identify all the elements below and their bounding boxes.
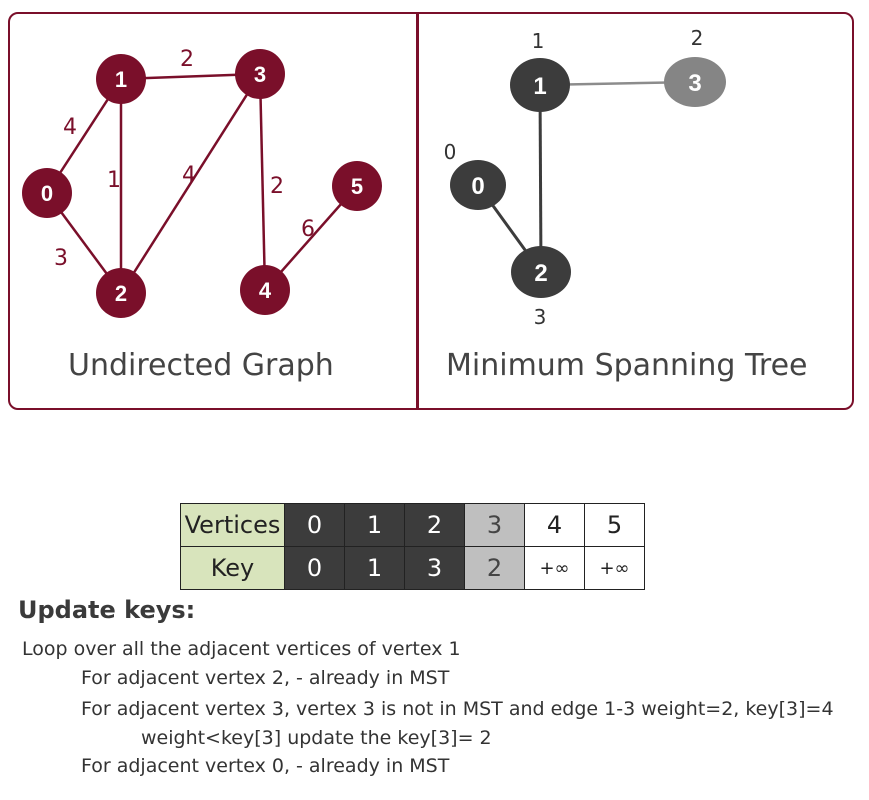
mst-key-0: 0: [444, 140, 457, 164]
mst-node-label-0: 0: [471, 173, 484, 200]
key-header: Key: [180, 546, 285, 590]
vertex-cell: 4: [524, 503, 585, 547]
mst-node-2: [511, 246, 571, 298]
graph-node-5: [332, 161, 382, 211]
graph-node-3: [235, 49, 285, 99]
graph-node-0: [22, 168, 72, 218]
key-cell: 1: [344, 546, 405, 590]
vertex-cell: 2: [404, 503, 465, 547]
vertices-row: Vertices 0 1 2 3 4 5: [180, 503, 645, 547]
graph-node-label-2: 2: [115, 281, 127, 306]
mst-node-label-1: 1: [533, 73, 546, 100]
update-keys-title: Update keys:: [18, 596, 196, 624]
key-row: Key 0 1 3 2 +∞ +∞: [180, 546, 645, 590]
mst-key-2: 3: [534, 305, 547, 329]
graph-node-4: [240, 265, 290, 315]
edge-weight-2-3: 4: [182, 163, 196, 188]
undirected-graph-caption: Undirected Graph: [68, 348, 334, 383]
mst-key-3: 2: [691, 26, 704, 50]
key-cell: 3: [404, 546, 465, 590]
graph-panels-frame: [8, 12, 854, 410]
edge-weight-4-5: 6: [301, 217, 315, 242]
graph-node-label-4: 4: [259, 278, 272, 303]
update-line: Loop over all the adjacent vertices of v…: [22, 638, 461, 660]
mst-key-1: 1: [532, 29, 545, 53]
key-cell: 2: [464, 546, 525, 590]
panel-divider: [416, 12, 419, 410]
update-line: weight<key[3] update the key[3]= 2: [141, 727, 492, 749]
edge-weight-1-2: 1: [107, 168, 121, 193]
edge-weight-0-2: 3: [54, 246, 68, 271]
graph-node-label-5: 5: [351, 174, 363, 199]
mst-edge-1-2: [538, 84, 543, 273]
key-table: Vertices 0 1 2 3 4 5 Key 0 1 3 2 +∞ +∞: [180, 503, 645, 590]
mst-node-3: [664, 57, 726, 107]
edge-weight-0-1: 4: [63, 115, 77, 140]
edge-2-3: [119, 73, 262, 294]
edge-weight-3-4: 2: [270, 174, 284, 199]
mst-node-label-2: 2: [534, 260, 547, 287]
mst-node-0: [450, 160, 506, 210]
vertex-cell: 0: [284, 503, 345, 547]
graph-node-2: [96, 268, 146, 318]
update-line: For adjacent vertex 2, - already in MST: [81, 667, 450, 689]
graph-diagrams: 4 2 1 4 3 2 6 0 1 2 3 4 5 0 1 2 3 0 1: [22, 26, 726, 329]
vertex-cell: 3: [464, 503, 525, 547]
mst-caption: Minimum Spanning Tree: [446, 348, 808, 383]
mst-node-label-3: 3: [688, 70, 701, 97]
update-line: For adjacent vertex 0, - already in MST: [81, 755, 450, 777]
mst-node-1: [510, 58, 570, 112]
update-line: For adjacent vertex 3, vertex 3 is not i…: [81, 698, 834, 720]
graph-node-label-3: 3: [254, 62, 266, 87]
graph-node-label-1: 1: [115, 67, 127, 92]
edge-weight-1-3: 2: [180, 47, 194, 72]
key-cell: +∞: [524, 546, 585, 590]
key-cell: +∞: [584, 546, 645, 590]
vertices-header: Vertices: [180, 503, 285, 547]
vertex-cell: 1: [344, 503, 405, 547]
edge-3-4: [258, 73, 267, 291]
key-cell: 0: [284, 546, 345, 590]
vertex-cell: 5: [584, 503, 645, 547]
graph-node-label-0: 0: [41, 181, 53, 206]
graph-node-1: [96, 54, 146, 104]
